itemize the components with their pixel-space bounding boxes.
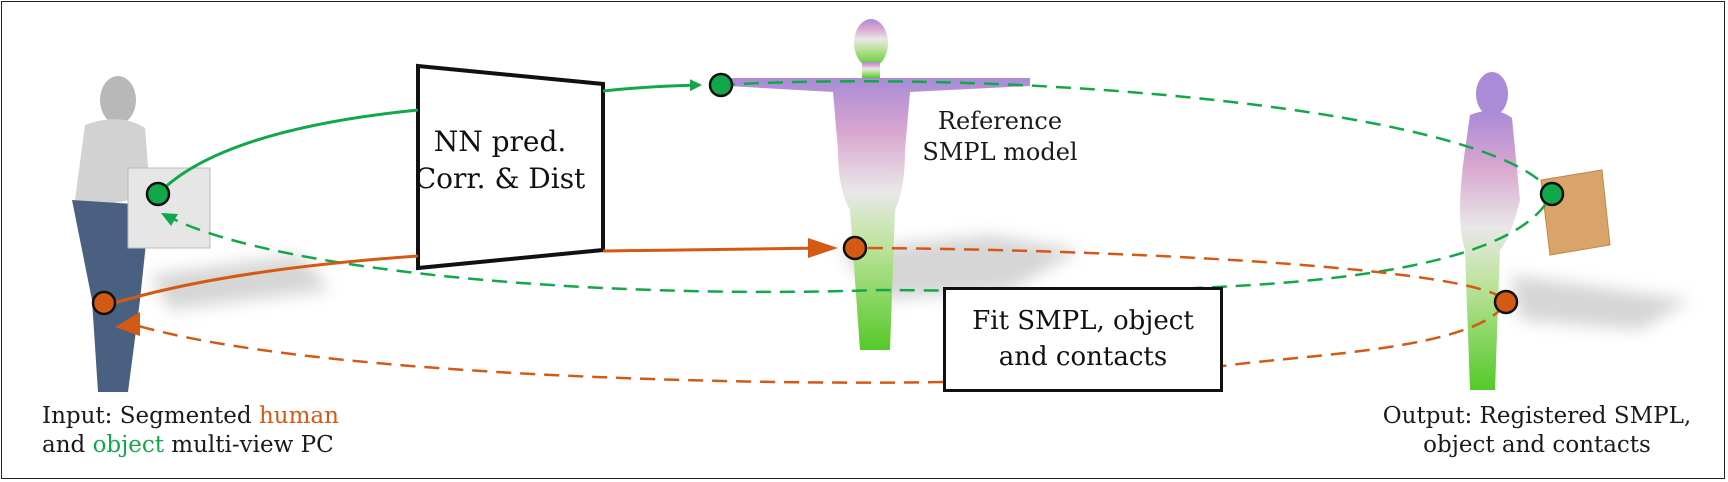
orange-point-output bbox=[1493, 289, 1519, 315]
fit-box-line1: Fit SMPL, object bbox=[972, 305, 1194, 336]
green-solid-arrow bbox=[156, 108, 419, 196]
reference-smpl-body bbox=[728, 19, 1030, 350]
nn-box-label: NN pred. Corr. & Dist bbox=[400, 124, 600, 198]
input-object-word: object bbox=[92, 432, 164, 459]
fit-box-line2: and contacts bbox=[998, 341, 1168, 372]
orange-point-reference bbox=[842, 235, 868, 261]
input-label: Input: Segmented human and object multi-… bbox=[42, 402, 339, 461]
output-line1: Output: Registered SMPL, bbox=[1382, 403, 1692, 429]
orange-point-input bbox=[91, 290, 117, 316]
orange-dashed-loop bbox=[124, 246, 1508, 384]
nn-box-line1: NN pred. bbox=[433, 125, 567, 158]
green-point-input bbox=[145, 181, 171, 207]
correspondence-points bbox=[91, 72, 1565, 316]
input-suffix: multi-view PC bbox=[164, 432, 334, 459]
orange-solid-arrow bbox=[107, 254, 419, 307]
green-point-output bbox=[1539, 181, 1565, 207]
green-dashed-loop bbox=[161, 80, 1554, 294]
input-label-line2: and object multi-view PC bbox=[42, 431, 339, 460]
output-label: Output: Registered SMPL, object and cont… bbox=[1372, 402, 1702, 461]
input-box-object bbox=[127, 167, 211, 249]
input-and: and bbox=[42, 432, 93, 459]
reference-line2: SMPL model bbox=[922, 137, 1078, 166]
input-human-word: human bbox=[258, 403, 339, 429]
reference-line1: Reference bbox=[937, 107, 1063, 135]
input-label-line1: Input: Segmented human bbox=[42, 402, 339, 431]
output-registered-smpl bbox=[1460, 72, 1611, 391]
reference-label: Reference SMPL model bbox=[920, 106, 1080, 167]
input-prefix: Input: Segmented bbox=[42, 403, 259, 429]
green-point-reference bbox=[708, 72, 734, 98]
output-line2: object and contacts bbox=[1423, 432, 1651, 459]
nn-box-line2: Corr. & Dist bbox=[414, 161, 586, 195]
fit-box: Fit SMPL, object and contacts bbox=[943, 287, 1223, 392]
input-point-cloud-person bbox=[72, 76, 211, 392]
